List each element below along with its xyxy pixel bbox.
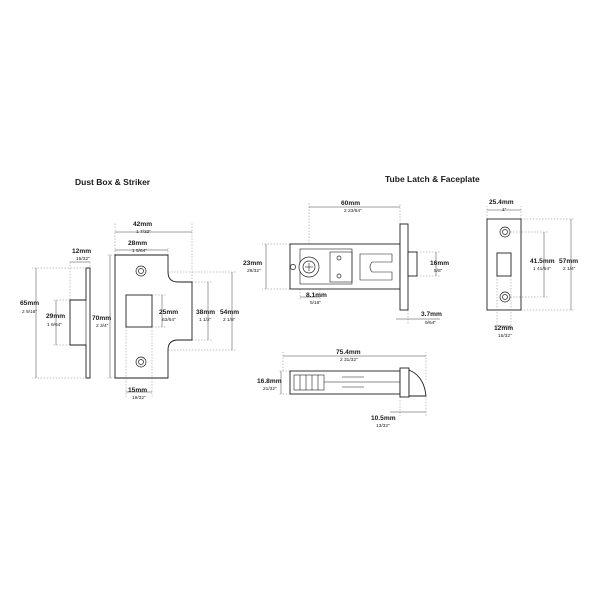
striker-plate-width-inch: 1 5/64" <box>132 248 147 254</box>
striker-lip-mm: 38mm <box>196 309 215 316</box>
faceplate-hole-centres-inch: 1 41/64" <box>533 266 551 272</box>
latch-overall-length-inch: 2 31/32" <box>340 357 358 363</box>
dust-box-depth-inch: 15/32" <box>76 256 90 262</box>
faceplate-width-inch: 1" <box>502 207 507 213</box>
latch-forend-thickness-inch: 9/64" <box>425 320 436 326</box>
dust-box-opening-mm: 29mm <box>46 313 65 320</box>
latch-bolt-height-mm: 16mm <box>430 260 449 267</box>
latch-bolt <box>407 251 418 277</box>
tube-latch-faceplate-title: Tube Latch & Faceplate <box>385 174 480 184</box>
faceplate-hole-centres-mm: 41.5mm <box>530 258 555 265</box>
latch-tube-diameter-mm: 16.8mm <box>257 378 282 385</box>
faceplate-bolt-opening <box>496 252 512 277</box>
striker-opening-mm: 25mm <box>159 309 178 316</box>
latch-bolt-projection-inch: 13/32" <box>376 423 390 429</box>
striker-lip-inch: 1 1/2" <box>199 317 212 323</box>
dust-box-depth-mm: 12mm <box>72 248 91 255</box>
striker-width-mm: 42mm <box>133 221 152 228</box>
dust-box-opening-inch: 1 9/64" <box>47 322 62 328</box>
latch-backset-mm: 60mm <box>341 200 360 207</box>
latch-spindle-mm: 8.1mm <box>306 292 327 299</box>
latch-tube-diameter-inch: 21/32" <box>263 386 277 392</box>
latch-case-height-inch: 29/32" <box>247 268 261 274</box>
striker-opening-inch: 63/64" <box>162 317 176 323</box>
faceplate-opening-width-inch: 15/32" <box>498 333 512 339</box>
latch-forend <box>399 223 409 311</box>
striker-plate-width-mm: 28mm <box>128 240 147 247</box>
latch-bolt-projection-mm: 10.5mm <box>371 415 396 422</box>
dust-box-height-inch: 2 9/16" <box>22 309 37 315</box>
striker-centres-inch: 2 1/8" <box>223 317 236 323</box>
striker-height-mm: 70mm <box>92 315 111 322</box>
latch-case-height-mm: 23mm <box>243 260 262 267</box>
latch-bolt-bevel <box>408 369 427 397</box>
latch-bolt-height-inch: 5/8" <box>434 268 443 274</box>
tube-latch-top-drawing <box>278 352 427 416</box>
striker-plate-drawing <box>107 222 236 397</box>
faceplate-opening-width-mm: 12mm <box>494 325 513 332</box>
tube-latch-side-drawing <box>262 203 440 324</box>
faceplate-drawing <box>486 206 575 330</box>
faceplate-width-mm: 25.4mm <box>489 199 514 206</box>
striker-opening-width-mm: 15mm <box>128 387 147 394</box>
latch-overall-length-mm: 75.4mm <box>336 349 361 356</box>
dust-box-drawing <box>32 261 91 379</box>
latch-spindle-inch: 5/16" <box>310 300 321 306</box>
striker-width-inch: 1 7/32" <box>136 229 151 235</box>
striker-latch-opening <box>125 294 153 328</box>
striker-opening-width-inch: 19/32" <box>132 395 146 401</box>
latch-forend-thickness-mm: 3.7mm <box>421 311 442 318</box>
faceplate-height-mm: 57mm <box>559 258 578 265</box>
latch-backset-inch: 2 23/64" <box>344 208 362 214</box>
striker-height-inch: 2 3/4" <box>96 323 109 329</box>
dust-box-height-mm: 65mm <box>20 300 39 307</box>
faceplate-height-inch: 2 1/4" <box>563 266 576 272</box>
dust-box-striker-title: Dust Box & Striker <box>75 177 151 187</box>
striker-centres-mm: 54mm <box>220 309 239 316</box>
